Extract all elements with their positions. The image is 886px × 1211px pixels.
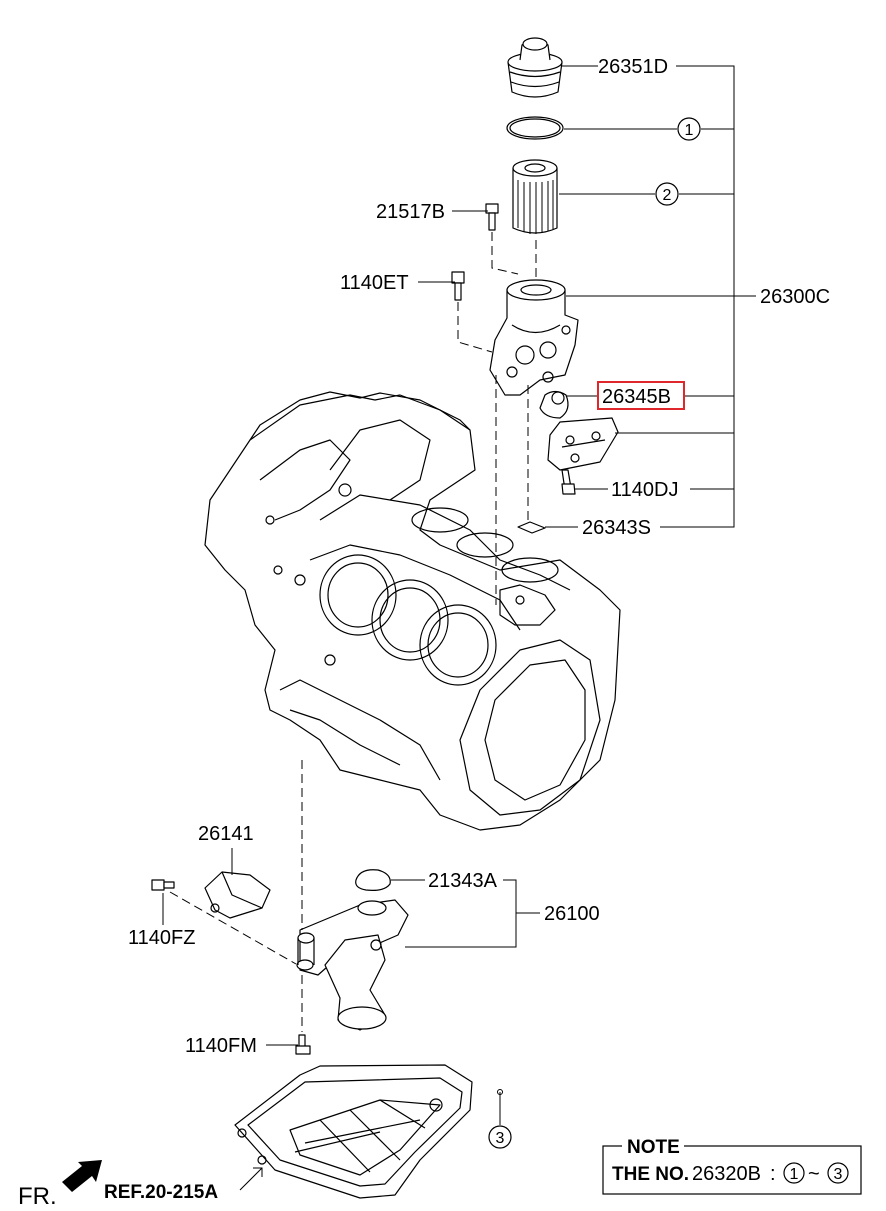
callout-2[interactable]: 2: [655, 182, 679, 206]
part-label-26345b[interactable]: 26345B: [602, 386, 671, 408]
filter-oring-drawing: [506, 116, 564, 140]
note-colon: :: [770, 1163, 776, 1185]
adapter-plate-drawing: [547, 417, 619, 471]
part-label-1140et[interactable]: 1140ET: [340, 272, 409, 294]
part-label-26300c[interactable]: 26300C: [760, 286, 830, 308]
note-to: 3: [834, 1166, 843, 1183]
engine-block: [204, 391, 621, 831]
note-tilde: ~: [808, 1163, 820, 1185]
clip-26343s-drawing: [517, 521, 546, 534]
front-arrow-icon: [62, 1160, 102, 1192]
filter-cap-drawing: [507, 37, 563, 98]
filter-housing-drawing: [489, 279, 579, 396]
note-title: NOTE: [627, 1137, 680, 1158]
bolt-1140fm-drawing: [295, 1034, 311, 1055]
callout-1-label: 1: [685, 122, 694, 139]
filter-element-drawing: [512, 159, 558, 234]
oring-21343a-drawing: [355, 869, 391, 891]
note-circle-from: [783, 1162, 805, 1184]
part-label-26100[interactable]: 26100: [544, 903, 600, 925]
part-label-21343a[interactable]: 21343A: [428, 870, 498, 892]
leader-lines: [162, 65, 756, 1191]
part-label-26343s[interactable]: 26343S: [582, 517, 651, 539]
front-indicator: FR.: [18, 1160, 102, 1210]
note-box: NOTE THE NO. 26320B : 1 ~ 3: [602, 1136, 862, 1195]
highlight-box: [597, 381, 685, 410]
filter-assembly-lines: [457, 232, 537, 605]
callout-1[interactable]: 1: [677, 117, 701, 141]
part-label-1140fz[interactable]: 1140FZ: [128, 927, 195, 949]
part-label-26141[interactable]: 26141: [198, 823, 254, 845]
oil-pump-26100-drawing: [296, 899, 409, 1031]
part-label-26351d[interactable]: 26351D: [598, 56, 668, 78]
note-circle-to: [827, 1162, 849, 1184]
callout-3-label: 3: [496, 1130, 505, 1147]
oil-pan-drawing: [234, 1064, 473, 1199]
callout-3[interactable]: 3: [488, 1125, 512, 1149]
bolt-1140fz-drawing: [151, 879, 175, 891]
reference-link[interactable]: REF.20-215A: [104, 1182, 218, 1203]
note-from: 1: [790, 1166, 799, 1183]
bolt-21517b-drawing: [485, 203, 499, 231]
part-label-21517b[interactable]: 21517B: [376, 201, 445, 223]
note-part-number: 26320B: [692, 1163, 761, 1185]
callout-2-label: 2: [663, 187, 672, 204]
gasket-26345b-drawing: [539, 390, 569, 419]
front-label: FR.: [18, 1183, 57, 1210]
note-prefix: THE NO.: [612, 1164, 689, 1185]
cover-26141-drawing: [204, 871, 271, 919]
pump-assembly-lines: [169, 760, 303, 1032]
bolt-1140dj-drawing: [561, 469, 576, 495]
part-labels: 26351D 21517B 1140ET 26300C 26345B 1140D…: [128, 56, 830, 1057]
bolt-1140et-drawing: [451, 271, 465, 301]
part-label-1140fm[interactable]: 1140FM: [185, 1035, 257, 1057]
part-label-1140dj[interactable]: 1140DJ: [611, 479, 678, 501]
